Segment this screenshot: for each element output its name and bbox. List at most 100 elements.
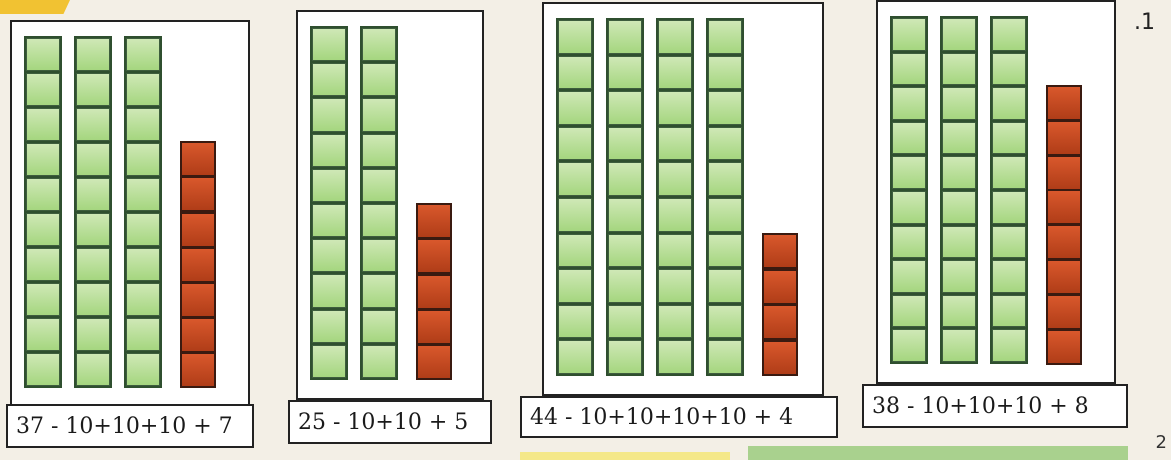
ten-rod	[310, 26, 348, 380]
block-card-3	[542, 2, 824, 396]
block-card-4	[876, 0, 1116, 384]
unit-cube	[180, 247, 216, 283]
unit-cube	[762, 233, 798, 269]
answer-strip-yellow	[520, 452, 730, 460]
rod-cell	[76, 318, 110, 351]
rod-cell	[892, 191, 926, 224]
rod-cell	[26, 108, 60, 141]
rod-cell	[658, 305, 692, 339]
rod-cell	[76, 213, 110, 246]
rod-cell	[312, 98, 346, 131]
rod-cell	[26, 318, 60, 351]
rod-cell	[558, 91, 592, 125]
rod-cell	[312, 274, 346, 307]
rod-cell	[708, 20, 742, 54]
unit-cube	[416, 344, 452, 380]
rod-cell	[362, 345, 396, 378]
ten-rod	[556, 18, 594, 376]
rod-cell	[126, 353, 160, 386]
rod-cell	[708, 56, 742, 90]
rod-cell	[362, 204, 396, 237]
rod-cell	[892, 122, 926, 155]
rod-cell	[558, 20, 592, 54]
rod-cell	[708, 198, 742, 232]
rod-cell	[708, 340, 742, 374]
unit-cube	[180, 212, 216, 248]
rod-cell	[312, 204, 346, 237]
rod-cell	[558, 234, 592, 268]
block-card-2	[296, 10, 484, 400]
rod-cell	[608, 162, 642, 196]
rod-cell	[362, 134, 396, 167]
rod-cell	[992, 122, 1026, 155]
rod-cell	[608, 20, 642, 54]
rod-cell	[558, 162, 592, 196]
rod-cell	[312, 28, 346, 61]
ten-rod	[74, 36, 112, 388]
unit-cube	[416, 309, 452, 345]
rod-cell	[76, 178, 110, 211]
unit-cube	[1046, 189, 1082, 225]
rod-cell	[312, 310, 346, 343]
rod-cell	[76, 38, 110, 71]
rod-cell	[558, 56, 592, 90]
rod-cell	[26, 353, 60, 386]
rod-cell	[26, 38, 60, 71]
rod-cell	[558, 269, 592, 303]
unit-cube	[416, 203, 452, 239]
unit-cube	[1046, 155, 1082, 191]
rod-cell	[126, 283, 160, 316]
unit-cube	[1046, 329, 1082, 365]
rod-cell	[362, 310, 396, 343]
rod-cell	[892, 295, 926, 328]
unit-cube	[1046, 120, 1082, 156]
rod-cell	[892, 53, 926, 86]
rod-cell	[608, 269, 642, 303]
rod-cell	[992, 226, 1026, 259]
rod-cell	[76, 73, 110, 106]
ten-rod	[360, 26, 398, 380]
unit-cube	[762, 304, 798, 340]
rod-cell	[362, 169, 396, 202]
rod-cell	[658, 56, 692, 90]
rod-cell	[26, 213, 60, 246]
unit-cube	[180, 317, 216, 353]
unit-cube	[180, 352, 216, 388]
unit-cube	[1046, 85, 1082, 121]
rod-cell	[992, 156, 1026, 189]
rod-cell	[26, 143, 60, 176]
unit-cube	[762, 340, 798, 376]
rod-cell	[708, 305, 742, 339]
rod-cell	[892, 260, 926, 293]
equation-box-2: 25 - 10+10 + 5	[288, 400, 492, 444]
rod-cell	[126, 318, 160, 351]
unit-cube	[416, 274, 452, 310]
rod-cell	[76, 143, 110, 176]
ten-rod	[890, 16, 928, 364]
rod-cell	[992, 191, 1026, 224]
rod-cell	[992, 53, 1026, 86]
rod-cell	[992, 260, 1026, 293]
rod-cell	[942, 156, 976, 189]
rod-cell	[892, 87, 926, 120]
unit-cube	[1046, 294, 1082, 330]
rod-cell	[558, 198, 592, 232]
unit-cube	[180, 176, 216, 212]
rod-cell	[312, 63, 346, 96]
next-question-number: 2	[1156, 432, 1167, 453]
ten-rod	[656, 18, 694, 376]
rod-cell	[658, 20, 692, 54]
unit-cube	[416, 238, 452, 274]
rod-cell	[658, 162, 692, 196]
rod-cell	[76, 248, 110, 281]
rod-cell	[942, 260, 976, 293]
rod-cell	[76, 283, 110, 316]
equation-box-4: 38 - 10+10+10 + 8	[862, 384, 1128, 428]
answer-strip-green	[748, 446, 1128, 460]
rod-cell	[658, 127, 692, 161]
rod-cell	[658, 91, 692, 125]
rod-cell	[992, 295, 1026, 328]
rod-cell	[892, 156, 926, 189]
rod-cell	[658, 269, 692, 303]
unit-cube	[1046, 259, 1082, 295]
